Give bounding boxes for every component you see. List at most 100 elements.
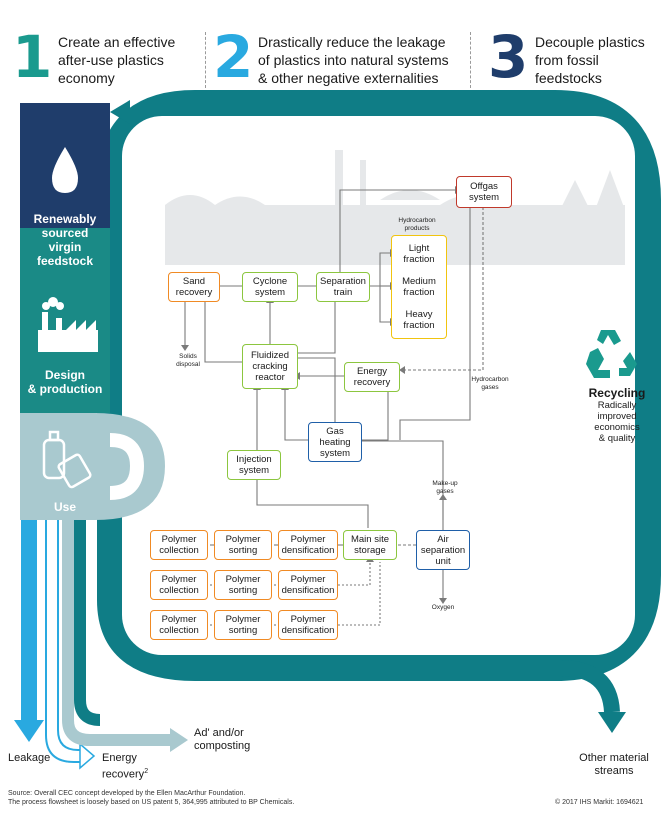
use-label: Use <box>53 500 76 514</box>
divider <box>205 32 206 88</box>
ps-line: Polymer <box>225 614 261 625</box>
leakage-stem <box>21 520 37 720</box>
reactor-line: Fluidized <box>250 350 290 361</box>
goal-number-3: 3 <box>488 23 529 91</box>
renewable-line: sourced <box>41 226 89 240</box>
pd-line: densification <box>281 545 335 556</box>
goal-text-3: Decouple plastics from fossil feedstocks <box>535 33 645 87</box>
goal-1-line: after-use plastics <box>58 52 164 68</box>
ms-line: Main site <box>350 534 389 545</box>
other-streams-label: Other material streams <box>578 752 650 778</box>
reuse-inner <box>109 433 145 500</box>
loop-arrowhead <box>110 100 130 124</box>
sand-line: recovery <box>175 287 213 298</box>
leakage-arrowhead <box>14 720 44 742</box>
energy-footnote: 2 <box>144 768 149 775</box>
composting-arrow <box>62 520 170 746</box>
composting-line: composting <box>194 740 251 752</box>
fraction-line: Medium <box>402 275 436 287</box>
pd-line: densification <box>281 585 335 596</box>
renewable-line: feedstock <box>36 254 94 268</box>
loop-down-arrow <box>74 520 101 726</box>
bottles-icon <box>42 430 92 489</box>
recycling-line: & quality <box>598 433 636 444</box>
pc-line: collection <box>159 545 199 556</box>
footer-source: Source: Overall CEC concept developed by… <box>8 789 294 807</box>
recycle-icon <box>586 330 637 378</box>
hp-line: Hydrocarbon <box>398 217 436 224</box>
pd-line: densification <box>281 625 335 636</box>
design-label: Design & production <box>20 368 110 396</box>
renewable-label: Renewably sourced virgin feedstock <box>20 212 110 268</box>
renewable-line: Renewably <box>33 212 97 226</box>
gh-line: Gas <box>326 425 344 437</box>
er-line: recovery <box>353 377 391 388</box>
reactor-line: reactor <box>255 372 285 383</box>
ps-line: sorting <box>228 585 258 596</box>
hg-line: gases <box>481 384 499 391</box>
separation-line: Separation <box>320 276 366 287</box>
cyclone-line: Cyclone <box>252 276 288 287</box>
ps-line: sorting <box>228 545 258 556</box>
reuse-label: Reuse <box>128 450 140 484</box>
factory-icon <box>38 297 98 352</box>
source-line: Source: Overall CEC concept developed by… <box>8 790 246 797</box>
ps-line: Polymer <box>225 534 261 545</box>
composting-arrowhead <box>170 728 188 752</box>
goal-number-2: 2 <box>213 23 254 91</box>
recycling-line: economics <box>594 422 640 433</box>
pc-line: Polymer <box>161 614 197 625</box>
droplet-icon <box>52 147 78 193</box>
energy-recovery-label: Energy recovery2 <box>102 752 148 782</box>
energy-recovery-line: recovery <box>102 768 145 781</box>
oxygen-label: Oxygen <box>431 604 455 611</box>
offgas-line: Offgas <box>470 181 498 192</box>
hp-line: products <box>404 225 430 232</box>
energy-recovery-line: Energy <box>102 752 137 764</box>
source-line: The process flowsheet is loosely based o… <box>8 799 295 806</box>
pc-line: collection <box>159 625 199 636</box>
gh-line: system <box>319 447 351 459</box>
hg-line: Hydrocarbon <box>471 376 509 383</box>
fraction-line: Heavy <box>405 309 433 321</box>
air-line: separation <box>420 544 466 556</box>
design-top-block <box>20 228 110 290</box>
sand-line: Sand <box>182 276 206 287</box>
goal-text-2: Drastically reduce the leakage of plasti… <box>258 33 449 87</box>
air-line: unit <box>435 555 451 567</box>
solids-line: disposal <box>176 361 200 368</box>
other-streams-arrow <box>559 660 620 713</box>
er-line: Energy <box>356 366 388 377</box>
energy-arrowhead <box>79 742 96 770</box>
fraction-line: fraction <box>403 320 435 332</box>
goal-2-line: Drastically reduce the leakage <box>258 34 446 50</box>
design-line: Design <box>44 368 85 382</box>
energy-line-outer <box>45 520 80 763</box>
ms-line: storage <box>354 545 386 556</box>
inj-line: Injection <box>236 454 272 465</box>
